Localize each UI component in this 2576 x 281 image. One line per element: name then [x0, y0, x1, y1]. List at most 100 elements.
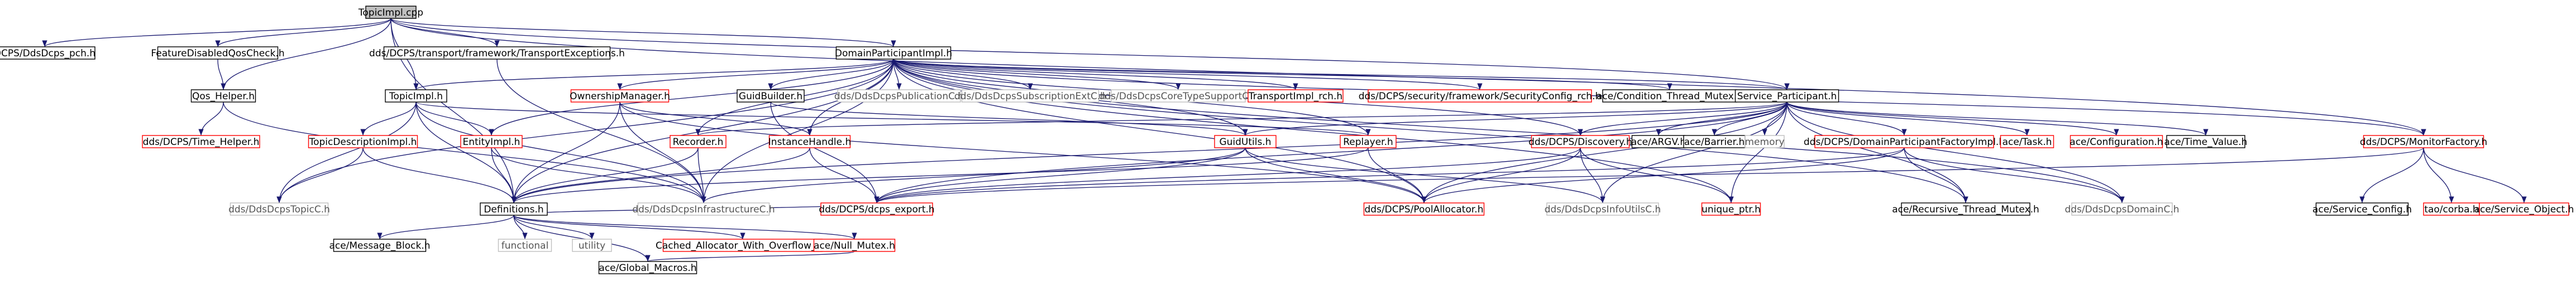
node-entity[interactable]: EntityImpl.h — [460, 135, 523, 148]
node-box-task[interactable] — [2000, 135, 2054, 148]
edge-topicimplh-to-entity — [415, 101, 494, 136]
node-label-own: OwnershipManager.h — [570, 91, 670, 102]
node-defs[interactable]: Definitions.h — [480, 202, 548, 216]
node-svcconf[interactable]: ace/Service_Config.h — [2312, 202, 2412, 216]
node-box-guidb[interactable] — [737, 89, 805, 103]
node-globalmacros[interactable]: ace/Global_Macros.h — [598, 261, 697, 274]
node-box-pch[interactable] — [0, 46, 95, 60]
node-box-timeh[interactable] — [142, 135, 260, 148]
node-box-inst[interactable] — [768, 135, 851, 148]
node-condmutex[interactable]: ace/Condition_Thread_Mutex.h — [1597, 89, 1743, 103]
node-msgblock[interactable]: ace/Message_Block.h — [329, 239, 431, 252]
node-box-secconf[interactable] — [1368, 89, 1592, 103]
node-topicimplh[interactable]: TopicImpl.h — [385, 89, 447, 103]
node-box-tdi[interactable] — [308, 135, 418, 148]
node-label-topicimplh: TopicImpl.h — [389, 91, 443, 102]
node-label-svc: Service_Participant.h — [1737, 91, 1837, 102]
node-secconf[interactable]: dds/DCPS/security/framework/SecurityConf… — [1359, 89, 1602, 103]
node-nullmutex[interactable]: ace/Null_Mutex.h — [813, 239, 896, 252]
node-dpfi[interactable]: dds/DCPS/DomainParticipantFactoryImpl.h — [1804, 135, 2005, 148]
node-argv[interactable]: ace/ARGV.h — [1631, 135, 1686, 148]
node-orb[interactable]: tao/corba.h — [2423, 202, 2480, 216]
node-dpi[interactable]: DomainParticipantImpl.h — [835, 46, 952, 60]
node-label-memory: memory — [1745, 137, 1784, 148]
node-box-globalmacros[interactable] — [598, 261, 697, 274]
node-box-topicimplh[interactable] — [385, 89, 447, 103]
node-qosh[interactable]: Qos_Helper.h — [190, 89, 256, 103]
node-config[interactable]: ace/Configuration.h — [2070, 135, 2163, 148]
node-box-fdqc[interactable] — [157, 46, 279, 60]
node-box-transrch[interactable] — [1248, 89, 1344, 103]
node-box-msgblock[interactable] — [333, 239, 427, 252]
node-rtm[interactable]: ace/Recursive_Thread_Mutex.h — [1892, 202, 2039, 216]
node-box-dpfi[interactable] — [1814, 135, 1994, 148]
node-svc[interactable]: Service_Participant.h — [1734, 89, 1839, 103]
node-box-qosh[interactable] — [190, 89, 256, 103]
node-timeh[interactable]: dds/DCPS/Time_Helper.h — [142, 135, 260, 148]
node-box-recorder[interactable] — [670, 135, 727, 148]
node-inst[interactable]: InstanceHandle.h — [768, 135, 851, 148]
node-transrch[interactable]: TransportImpl_rch.h — [1248, 89, 1344, 103]
node-guidb[interactable]: GuidBuilder.h — [737, 89, 805, 103]
node-box-svcobj[interactable] — [2479, 202, 2569, 216]
node-label-condmutex: ace/Condition_Thread_Mutex.h — [1597, 91, 1743, 102]
node-box-timevalue[interactable] — [2166, 135, 2245, 148]
node-box-svcconf[interactable] — [2315, 202, 2409, 216]
node-uptr[interactable]: unique_ptr.h — [1701, 202, 1761, 216]
edge-disc-to-export — [874, 147, 1581, 204]
node-fdqc[interactable]: FeatureDisabledQosCheck.h — [151, 46, 285, 60]
edge-disc-to-pool — [1421, 147, 1581, 204]
node-label-globalmacros: ace/Global_Macros.h — [599, 263, 696, 274]
edge-root-to-svc — [390, 18, 1790, 90]
node-box-own[interactable] — [570, 89, 670, 103]
node-label-dpfi: dds/DCPS/DomainParticipantFactoryImpl.h — [1804, 137, 2005, 148]
node-own[interactable]: OwnershipManager.h — [570, 89, 670, 103]
node-label-pool: dds/DCPS/PoolAllocator.h — [1365, 204, 1484, 215]
edge-dpi-to-guidb — [768, 59, 894, 90]
node-box-monitor[interactable] — [2363, 135, 2484, 148]
node-export[interactable]: dds/DCPS/dcps_export.h — [819, 202, 935, 216]
edge-dpfi-to-domainc — [1904, 147, 2125, 204]
node-tex[interactable]: dds/DCPS/transport/framework/TransportEx… — [369, 46, 625, 60]
node-svcobj[interactable]: ace/Service_Object.h — [2474, 202, 2574, 216]
node-box-export[interactable] — [820, 202, 933, 216]
edge-dpi-to-svc — [893, 59, 1789, 90]
node-box-guidutils[interactable] — [1214, 135, 1277, 148]
node-monitor[interactable]: dds/DCPS/MonitorFactory.h — [2360, 135, 2487, 148]
edge-dpi-to-entity — [489, 59, 894, 136]
node-cached[interactable]: Cached_Allocator_With_Overflow_T.h — [656, 239, 830, 252]
node-box-rtm[interactable] — [1901, 202, 2030, 216]
node-pch[interactable]: DCPS/DdsDcps_pch.h — [0, 46, 95, 60]
node-replayer[interactable]: Replayer.h — [1340, 135, 1397, 148]
node-box-replayer[interactable] — [1340, 135, 1397, 148]
node-recorder[interactable]: Recorder.h — [670, 135, 727, 148]
node-barrier[interactable]: ace/Barrier.h — [1683, 135, 1746, 148]
node-utility: utility — [572, 239, 612, 252]
edge-dpi-to-defs — [511, 59, 894, 204]
node-box-disc[interactable] — [1531, 135, 1630, 148]
edge-root-to-fdqc — [215, 18, 391, 47]
node-pubc: dds/DdsDcpsPublicationC.h — [834, 89, 964, 103]
node-box-config[interactable] — [2070, 135, 2163, 148]
node-box-nullmutex[interactable] — [813, 239, 896, 252]
edge-root-to-dpi — [390, 18, 896, 47]
node-box-coretype — [1111, 89, 1246, 103]
node-label-guidb: GuidBuilder.h — [739, 91, 802, 102]
node-timevalue[interactable]: ace/Time_Value.h — [2164, 135, 2248, 148]
node-box-pool[interactable] — [1363, 202, 1485, 216]
node-box-svc[interactable] — [1734, 89, 1839, 103]
node-box-defs[interactable] — [480, 202, 548, 216]
node-pool[interactable]: dds/DCPS/PoolAllocator.h — [1363, 202, 1485, 216]
edge-dpi-to-own — [617, 59, 894, 90]
edge-dpi-to-domainc — [893, 59, 2125, 204]
node-box-entity[interactable] — [460, 135, 523, 148]
node-task[interactable]: ace/Task.h — [2000, 135, 2054, 148]
node-tdi[interactable]: TopicDescriptionImpl.h — [308, 135, 418, 148]
edge-own-to-pool — [619, 101, 1427, 204]
node-guidutils[interactable]: GuidUtils.h — [1214, 135, 1277, 148]
node-functional: functional — [498, 239, 552, 252]
node-disc[interactable]: dds/DCPS/Discovery.h — [1528, 135, 1632, 148]
node-box-uptr[interactable] — [1701, 202, 1761, 216]
node-box-dpi[interactable] — [835, 46, 952, 60]
node-box-tex[interactable] — [383, 46, 611, 60]
